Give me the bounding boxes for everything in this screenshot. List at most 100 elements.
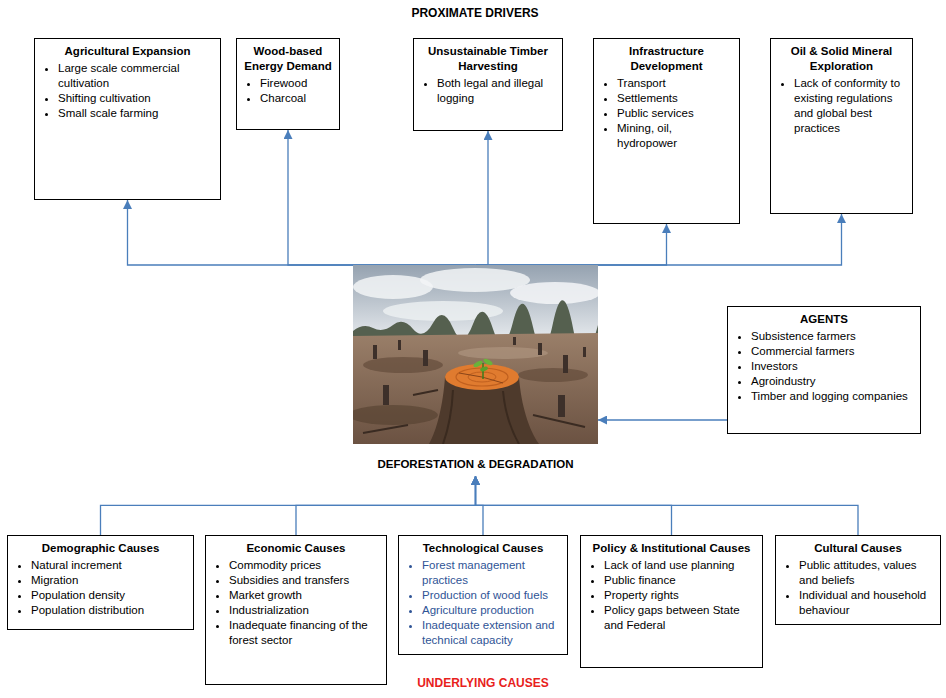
bullet-item: Large scale commercial cultivation (58, 61, 214, 91)
sapling-leaf (480, 366, 489, 372)
connector-arrow (598, 419, 727, 420)
bullet-list: Commodity pricesSubsidies and transfersM… (212, 558, 380, 648)
cause-box: Demographic CausesNatural incrementMigra… (7, 535, 194, 630)
bullet-item: Shifting cultivation (58, 91, 214, 106)
bullet-list: Lack of conformity to existing regulatio… (777, 76, 906, 136)
bullet-item: Population density (31, 588, 187, 603)
box-heading: Economic Causes (212, 541, 380, 556)
bullet-item: Agroindustry (751, 374, 914, 389)
cause-box: Technological CausesForest management pr… (398, 535, 568, 655)
connector-arrow (476, 131, 489, 265)
bullet-item: Production of wood fuels (422, 588, 561, 603)
box-heading: Agricultural Expansion (41, 44, 214, 59)
section-title: PROXIMATE DRIVERS (411, 6, 538, 20)
bullet-item: Public attitudes, values and beliefs (799, 558, 934, 588)
bullet-item: Lack of land use planning (604, 558, 756, 573)
cleared-ground (353, 333, 598, 444)
caption-text: DEFORESTATION & DEGRADATION (353, 457, 598, 472)
connector-arrow (288, 130, 476, 265)
bullet-item: Market growth (229, 588, 380, 603)
stump-top (445, 364, 519, 390)
stump (373, 345, 377, 359)
stump-crack (459, 373, 503, 383)
box-heading: Infrastructure Development (600, 44, 733, 74)
ground-patch (518, 368, 588, 382)
bullet-list: TransportSettlementsPublic servicesMinin… (600, 76, 733, 151)
connector-arrow (476, 476, 859, 535)
connector-arrow (101, 476, 476, 535)
driver-box: Unsustainable Timber HarvestingBoth lega… (413, 38, 563, 131)
bullet-list: Natural incrementMigrationPopulation den… (14, 558, 187, 618)
bullet-item: Subsidies and transfers (229, 573, 380, 588)
connector-arrow (128, 200, 476, 265)
box-heading: Oil & Solid Mineral Exploration (777, 44, 906, 74)
box-heading: Unsustainable Timber Harvesting (420, 44, 556, 74)
bullet-list: Lack of land use planningPublic financeP… (587, 558, 756, 633)
deforestation-photo (353, 265, 598, 444)
box-heading: Policy & Institutional Causes (587, 541, 756, 556)
deforestation-node: DEFORESTATION & DEGRADATION (353, 265, 598, 476)
bullet-item: Public services (617, 106, 733, 121)
sapling-leaf (483, 358, 494, 367)
stump (398, 340, 401, 350)
bullet-item: Agriculture production (422, 603, 561, 618)
bullet-item: Small scale farming (58, 106, 214, 121)
bullet-list: Large scale commercial cultivationShifti… (41, 61, 214, 121)
stump (583, 347, 586, 357)
stump (383, 385, 389, 405)
bullet-item: Both legal and illegal logging (437, 76, 556, 106)
bullet-item: Transport (617, 76, 733, 91)
bullet-item: Settlements (617, 91, 733, 106)
bullet-item: Commodity prices (229, 558, 380, 573)
bullet-item: Public finance (604, 573, 756, 588)
ground-patch (458, 347, 548, 359)
bullet-item: Charcoal (260, 91, 333, 106)
driver-box: Oil & Solid Mineral ExplorationLack of c… (770, 38, 913, 214)
stump (513, 337, 516, 345)
cause-box: Economic CausesCommodity pricesSubsidies… (205, 535, 387, 685)
box-heading: AGENTS (734, 312, 914, 327)
box-heading: Wood-based Energy Demand (243, 44, 333, 74)
bullet-item: Migration (31, 573, 187, 588)
bullet-item: Industrialization (229, 603, 380, 618)
stump (563, 355, 568, 373)
bullet-item: Timber and logging companies (751, 389, 914, 404)
stump (538, 343, 542, 355)
bullet-item: Subsistence farmers (751, 329, 914, 344)
bark-lines (443, 390, 519, 444)
bullet-item: Inadequate extension and technical capac… (422, 618, 561, 648)
stump (558, 395, 565, 417)
bullet-list: Forest management practicesProduction of… (405, 558, 561, 648)
sapling-leaf (473, 360, 484, 369)
bullet-item: Investors (751, 359, 914, 374)
driver-box: Agricultural ExpansionLarge scale commer… (34, 38, 221, 200)
bullet-item: Lack of conformity to existing regulatio… (794, 76, 906, 136)
bullet-item: Natural increment (31, 558, 187, 573)
agents-box: AGENTS Subsistence farmersCommercial farm… (727, 306, 921, 434)
ground-patch (363, 357, 443, 373)
cause-box: Cultural CausesPublic attitudes, values … (775, 535, 941, 625)
box-heading: Technological Causes (405, 541, 561, 556)
bullet-item: Mining, oil, hydropower (617, 121, 733, 151)
section-label: UNDERLYING CAUSES (417, 676, 549, 690)
bullet-item: Inadequate financing of the forest secto… (229, 618, 380, 648)
bullet-list: Both legal and illegal logging (420, 76, 556, 106)
cloud (510, 282, 598, 304)
cloud (420, 268, 530, 292)
bullet-item: Firewood (260, 76, 333, 91)
bullet-item: Policy gaps between State and Federal (604, 603, 756, 633)
bullet-item: Property rights (604, 588, 756, 603)
bullet-list: Public attitudes, values and beliefsIndi… (782, 558, 934, 618)
driver-box: Wood-based Energy DemandFirewoodCharcoal (236, 38, 340, 130)
bullet-list: Subsistence farmersCommercial farmersInv… (734, 329, 914, 404)
ground-patch (353, 405, 438, 425)
bullet-item: Individual and household behaviour (799, 588, 934, 618)
bullet-item: Population distribution (31, 603, 187, 618)
bullet-item: Forest management practices (422, 558, 561, 588)
stump (423, 350, 428, 366)
connector-arrow (476, 224, 667, 265)
cause-box: Policy & Institutional CausesLack of lan… (580, 535, 763, 668)
bullet-list: FirewoodCharcoal (243, 76, 333, 106)
